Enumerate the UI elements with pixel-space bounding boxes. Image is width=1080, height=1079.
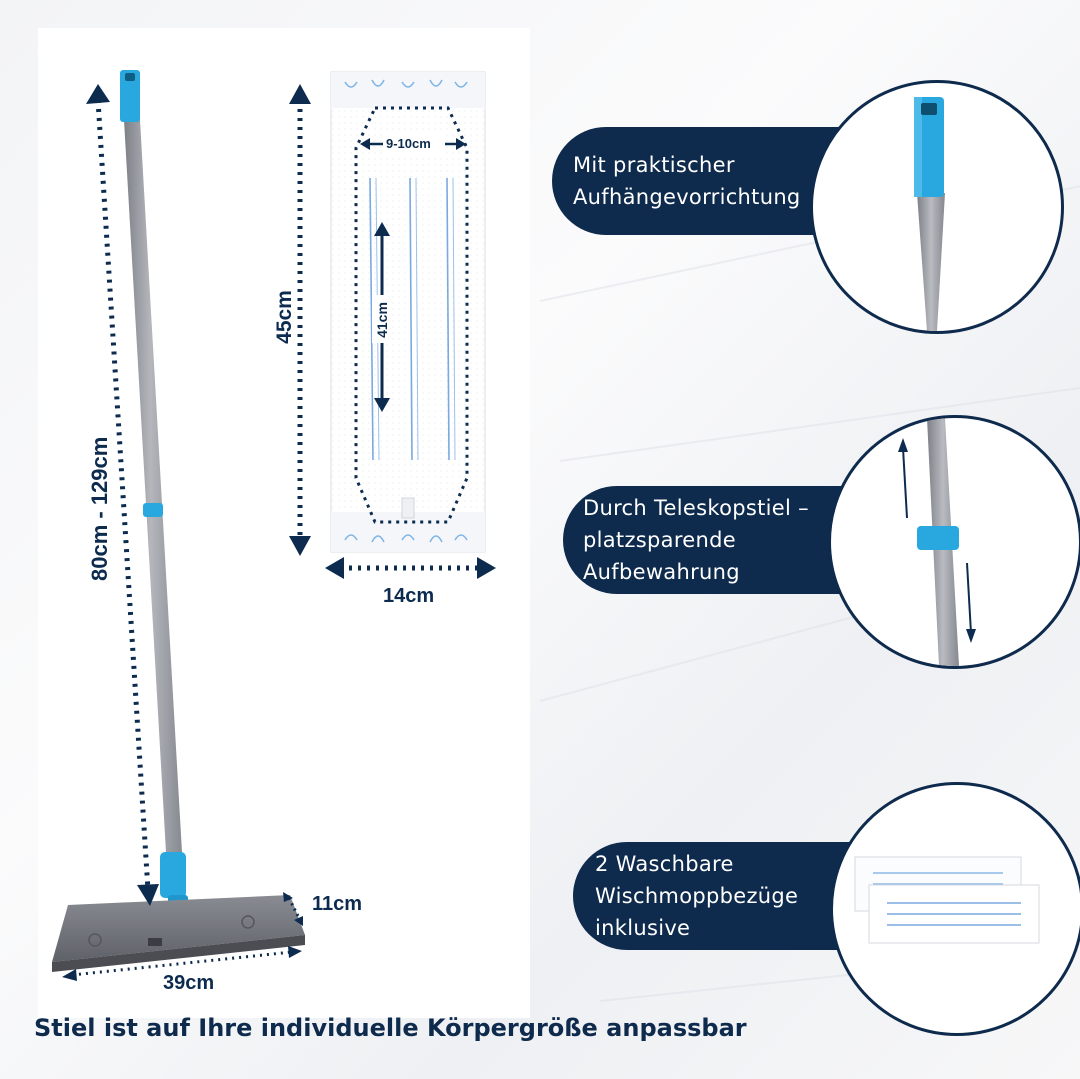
handle-length-arrow (86, 84, 159, 906)
feature-covers-line-3: inklusive (595, 916, 691, 940)
feature-covers-line-1: 2 Waschbare (595, 852, 734, 876)
pad-inner-width-label: 9-10cm (386, 136, 431, 151)
telescope-clamp-closeup (898, 418, 976, 666)
head-depth-label: 11cm (312, 893, 363, 915)
feature-telescope-line-1: Durch Teleskopstiel – (583, 496, 809, 520)
mop-pad (330, 71, 486, 553)
feature-covers-circle (830, 782, 1080, 1036)
pad-inner-length-label: 41cm (374, 302, 390, 338)
pad-length-arrow (289, 84, 311, 556)
head-width-arrow (62, 946, 302, 981)
hanging-cap-closeup (914, 97, 945, 331)
mop-head (52, 895, 305, 972)
pad-length-label: 45cm (273, 290, 296, 344)
feature-telescope-line-2: platzsparende (583, 528, 736, 552)
head-width-label: 39cm (163, 972, 215, 994)
feature-telescope-line-3: Aufbewahrung (583, 560, 740, 584)
pad-width-label: 14cm (383, 585, 435, 607)
feature-telescope-circle (828, 415, 1080, 669)
footer-caption: Stiel ist auf Ihre individuelle Körpergr… (34, 1014, 747, 1042)
pad-inner-length-arrow (372, 222, 392, 412)
pad-width-arrow (325, 557, 496, 579)
feature-covers-line-2: Wischmoppbezüge (595, 884, 799, 908)
feature-hanging-line-1: Mit praktischer (573, 153, 735, 177)
mop-handle (120, 70, 218, 921)
pad-inner-width-arrow (360, 134, 466, 154)
feature-hanging-line-2: Aufhängevorrichtung (573, 185, 801, 209)
feature-covers-pill: 2 Waschbare Wischmoppbezüge inklusive (573, 842, 875, 950)
feature-hanging-circle (810, 80, 1064, 334)
handle-length-label: 80cm - 129cm (87, 436, 112, 581)
mop-covers-closeup (854, 856, 1040, 944)
head-depth-arrow (283, 892, 303, 926)
feature-telescope-pill: Durch Teleskopstiel – platzsparende Aufb… (563, 486, 873, 594)
